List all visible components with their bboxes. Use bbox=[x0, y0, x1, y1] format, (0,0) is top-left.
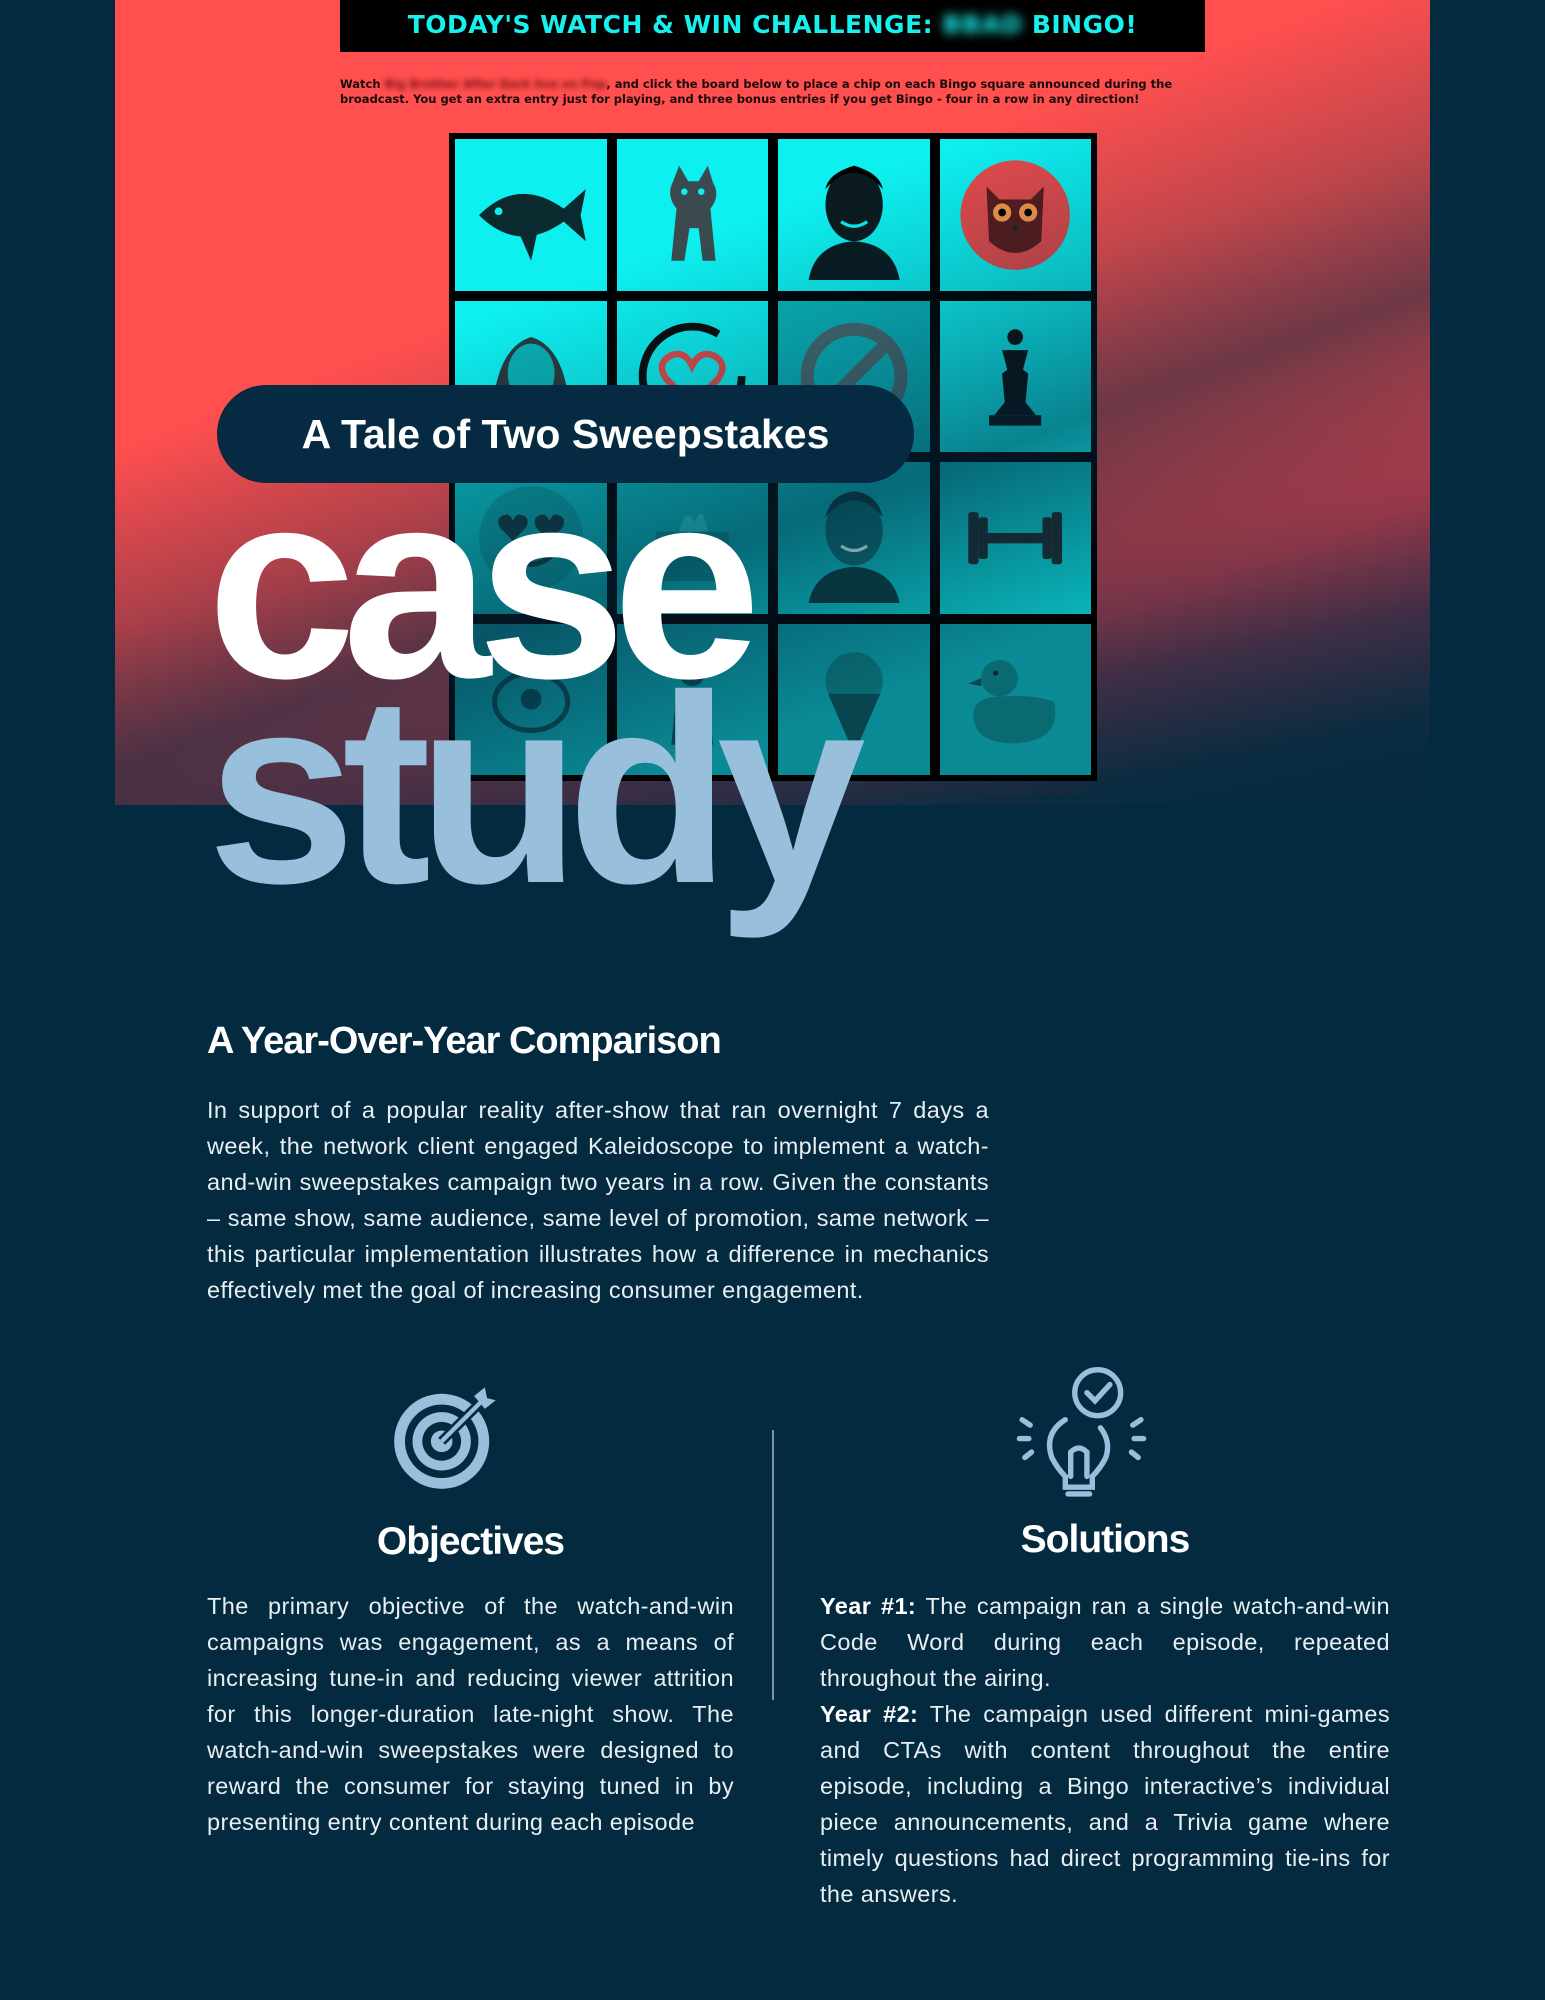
lightbulb-check-icon bbox=[1016, 1367, 1147, 1497]
instructions-prefix: Watch bbox=[340, 77, 381, 91]
comparison-heading: A Year-Over-Year Comparison bbox=[207, 1020, 722, 1062]
owl-icon bbox=[960, 160, 1070, 270]
title-word-study: study bbox=[207, 639, 866, 939]
bingo-instructions: Watch Big Brother After Dark live on Pop… bbox=[340, 77, 1220, 107]
bingo-cell-kitten[interactable] bbox=[616, 139, 768, 291]
solutions-body: Year #1: The campaign ran a single watch… bbox=[820, 1588, 1390, 1912]
banner-redacted: BBAD bbox=[942, 10, 1023, 39]
solutions-year1: Year #1: The campaign ran a single watch… bbox=[820, 1588, 1390, 1696]
bingo-cell-dumbbell[interactable] bbox=[939, 462, 1091, 614]
year1-body: The campaign ran a single watch-and-win … bbox=[820, 1593, 1390, 1691]
title-pill: A Tale of Two Sweepstakes bbox=[217, 385, 914, 483]
target-icon bbox=[394, 1387, 496, 1489]
man-portrait-2-icon bbox=[808, 490, 900, 603]
rubber-duck-icon bbox=[968, 660, 1056, 744]
dumbbell-icon bbox=[968, 511, 1063, 564]
column-divider bbox=[772, 1430, 774, 1700]
bingo-cell-rubber-duck[interactable] bbox=[939, 623, 1091, 775]
banner-suffix: BINGO! bbox=[1031, 10, 1138, 39]
objectives-body: The primary objective of the watch-and-w… bbox=[207, 1593, 734, 1835]
chess-piece-icon bbox=[989, 329, 1042, 426]
kitten-icon bbox=[670, 165, 717, 261]
banner-prefix: TODAY'S WATCH & WIN CHALLENGE: bbox=[407, 10, 934, 39]
year2-label: Year #2: bbox=[820, 1701, 919, 1727]
title-word-case: case bbox=[207, 434, 761, 734]
bingo-cell-owl[interactable] bbox=[939, 139, 1091, 291]
solutions-year2: Year #2: The campaign used different min… bbox=[820, 1696, 1390, 1912]
instructions-redacted: Big Brother After Dark live on Pop bbox=[384, 77, 607, 91]
bingo-cell-man-portrait-2[interactable] bbox=[778, 462, 930, 614]
solutions-heading: Solutions bbox=[1020, 1518, 1191, 1561]
objectives-heading: Objectives bbox=[376, 1520, 565, 1563]
bingo-cell-fish[interactable] bbox=[455, 139, 607, 291]
man-portrait-icon bbox=[808, 165, 900, 280]
challenge-banner: TODAY'S WATCH & WIN CHALLENGE: BBAD BING… bbox=[340, 0, 1205, 52]
year1-label: Year #1: bbox=[820, 1593, 917, 1619]
bingo-cell-chess-piece[interactable] bbox=[939, 300, 1091, 452]
fish-icon bbox=[478, 188, 586, 261]
year2-body: The campaign used different mini-games a… bbox=[820, 1701, 1390, 1907]
comparison-body: In support of a popular reality after-sh… bbox=[207, 1097, 989, 1303]
bingo-cell-man-portrait[interactable] bbox=[778, 139, 930, 291]
skip-link[interactable]: I don't wish, or I can't win. Skip forwa… bbox=[860, 784, 1100, 797]
